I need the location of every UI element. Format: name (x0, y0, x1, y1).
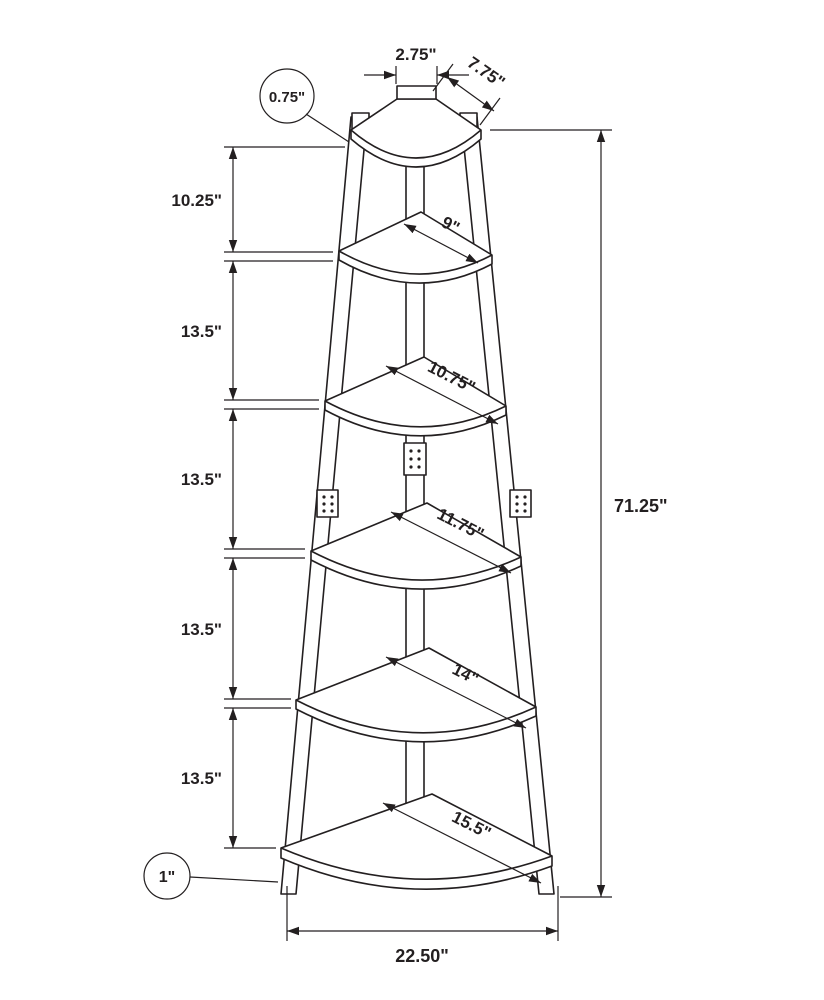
shelf-3 (310, 502, 522, 590)
right-rail-bracket (509, 489, 532, 518)
shelf-2 (324, 356, 507, 437)
top-cap (350, 85, 482, 168)
right-rail (460, 116, 555, 895)
dim-top-cap-width: 2.75" (364, 45, 469, 84)
dim-label-base-thickness: 1" (159, 869, 175, 886)
top-cap-notch (396, 85, 437, 100)
dim-overall-height: 71.25" (490, 129, 668, 898)
dim-label-gap-5: 13.5" (181, 769, 222, 788)
dim-label-top-cap-depth: 7.75" (464, 53, 509, 92)
callout-base-thickness: 1" (143, 852, 279, 900)
dim-left-spacings: 10.25" 13.5" 13.5" 13.5" 13.5" (171, 146, 345, 849)
shelf-4 (295, 647, 537, 743)
callout-circle (143, 852, 191, 900)
dim-label-gap-2: 13.5" (181, 322, 222, 341)
left-rail-bracket (316, 489, 339, 518)
dim-label-top-cap-width: 2.75" (395, 45, 436, 64)
dim-label-panel-thickness: 0.75" (269, 89, 305, 106)
dim-label-base-width: 22.50" (395, 946, 449, 966)
callout-circle (259, 68, 315, 124)
dim-label-overall-height: 71.25" (614, 496, 668, 516)
dim-label-gap-4: 13.5" (181, 620, 222, 639)
shelf-5 (280, 793, 553, 890)
callout-panel-thickness: 0.75" (259, 68, 350, 143)
dim-label-gap-top: 10.25" (171, 191, 222, 210)
back-post-bracket (403, 442, 427, 476)
dim-base-width: 22.50" (286, 886, 559, 966)
dim-label-gap-3: 13.5" (181, 470, 222, 489)
shelf-1 (338, 211, 493, 284)
shelf-unit (280, 85, 555, 895)
